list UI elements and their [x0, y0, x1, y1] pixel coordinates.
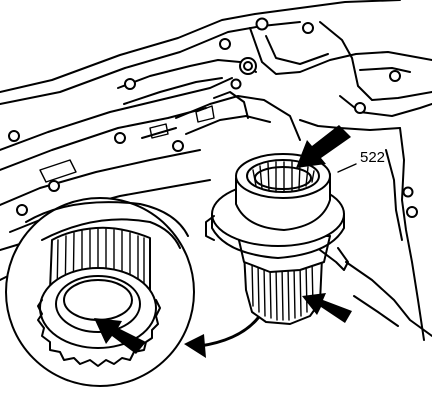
callout-label: 522 [360, 149, 385, 166]
arrow-icon [94, 318, 146, 354]
bolt-holes [8, 17, 418, 218]
arrow-icon [296, 125, 351, 168]
callout-522: 522 [337, 149, 385, 173]
sun-gear-assembly [205, 153, 349, 325]
arrow-icon [302, 293, 352, 323]
detail-magnifier [5, 197, 195, 387]
curved-arrow-icon [184, 316, 260, 358]
